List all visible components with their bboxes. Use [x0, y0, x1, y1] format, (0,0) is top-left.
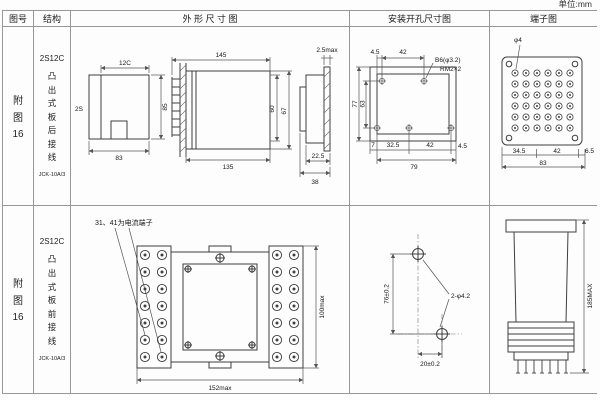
terminal-cell-row1: φ4 34.5 42 6.5 83	[490, 27, 597, 206]
terminal-dims-row1	[501, 44, 586, 170]
install-drawing-row1: 4.5 42 B6(φ3.2) RM2×2 77 63 7 32.5 42 4.…	[352, 49, 467, 171]
dim-top-45: 4.5	[370, 49, 379, 56]
structure-cell-row2: 2S12C 凸出式板前接线 JCK-10A/3	[34, 206, 71, 393]
header-fig-no: 图号	[3, 11, 34, 27]
model-code: 2S12C	[39, 237, 65, 247]
outline-cell-row1: 12C 2S 83 85	[71, 27, 350, 206]
dim-100max: 100max	[319, 295, 326, 319]
dim-bot-45: 4.5	[458, 143, 467, 150]
install-dims-row1	[356, 55, 457, 164]
install-drawing-row2: 76±0.2 2-φ4.2 20±0.2	[384, 234, 470, 368]
header-install-dims: 安装开孔尺寸图	[350, 11, 490, 27]
terminal-drawing-row2: 185MAX	[505, 219, 594, 374]
dim-height-85: 85	[162, 103, 169, 111]
drill-holes	[373, 77, 455, 132]
dim-height-60: 60	[269, 105, 276, 113]
dim-76: 76±0.2	[384, 284, 391, 304]
hole-spec-phi4: φ4	[514, 37, 522, 44]
dim-345: 34.5	[513, 148, 526, 155]
mount-holes	[410, 246, 450, 342]
panel-hatch	[179, 64, 187, 153]
outline-drawing-row1: 12C 2S 83 85	[75, 47, 338, 186]
header-terminal-diagram: 端子图	[490, 11, 597, 27]
fig-cell-row2: 附图 16	[3, 206, 34, 393]
panel-cutout	[369, 66, 457, 142]
dim-152max: 152max	[208, 385, 232, 392]
side-view-dims	[171, 57, 292, 163]
hole-spec-b6: B6(φ3.2)	[435, 57, 461, 64]
hole-spec-2phi42: 2-φ4.2	[451, 293, 470, 300]
front-view	[88, 74, 150, 140]
dim-bot-42: 42	[426, 142, 434, 149]
thread-spec-rm2: RM2×2	[440, 66, 462, 73]
mount-style: 凸出式板前接线	[47, 254, 57, 346]
fig-cell-row1: 附图 16	[3, 27, 34, 206]
terminal-strips	[139, 249, 300, 363]
terminal-cell-row2: 185MAX	[490, 206, 597, 393]
dim-left-63: 63	[360, 100, 367, 108]
header-outline-dims: 外 形 尺 寸 图	[71, 11, 350, 27]
dim-case-code-left: 2S	[75, 106, 84, 113]
outline-dims-row2	[136, 245, 319, 384]
install-cell-row2: 76±0.2 2-φ4.2 20±0.2	[350, 206, 490, 393]
dim-case-code-top: 12C	[119, 60, 131, 67]
current-terminal-note: 31、41为电流端子	[95, 218, 153, 227]
dim-42: 42	[553, 148, 561, 155]
model-code: 2S12C	[39, 53, 65, 63]
fig-number: 16	[12, 128, 24, 140]
dim-depth-135: 135	[223, 164, 234, 171]
spec-table: 图号 结构 外 形 尺 寸 图 安装开孔尺寸图 端子图 附图 16 2S12C …	[2, 10, 597, 394]
dim-83: 83	[539, 160, 547, 167]
relay-type: JCK-10A/3	[38, 172, 66, 179]
install-dims-row2	[390, 253, 450, 358]
front-wiring-body	[136, 245, 304, 369]
dim-panel-25max: 2.5max	[316, 47, 338, 54]
dim-width-83: 83	[115, 155, 123, 162]
dim-65: 6.5	[585, 148, 594, 155]
front-view-dims	[88, 65, 165, 155]
dim-185max: 185MAX	[587, 283, 594, 309]
panel-profile-dims	[299, 55, 333, 177]
dim-height-67: 67	[281, 107, 288, 115]
dim-20: 20±0.2	[420, 361, 440, 368]
structure-cell-row1: 2S12C 凸出式板后接线 JCK-10A/3	[34, 27, 71, 206]
dim-bot-325: 32.5	[387, 142, 400, 149]
dim-front-225: 22.5	[312, 153, 325, 160]
panel-profile-hatch	[323, 70, 331, 150]
panel-profile-view	[299, 66, 331, 152]
dim-bot-79: 79	[410, 164, 418, 171]
dim-left-77: 77	[352, 100, 359, 108]
terminal-screws	[516, 360, 568, 374]
terminal-drawing-row1: φ4 34.5 42 6.5 83	[501, 37, 594, 170]
fig-label: 附图	[13, 279, 23, 307]
relay-side-profile	[505, 219, 577, 361]
mount-style: 凸出式板后接线	[47, 70, 57, 163]
dim-bot-7: 7	[371, 142, 375, 149]
terminal-hole-grid	[511, 69, 574, 132]
note-leaders	[114, 227, 162, 353]
relay-type: JCK-10A/3	[38, 355, 66, 362]
dim-front-38: 38	[311, 179, 319, 186]
unit-note: 单位:mm	[558, 0, 592, 9]
dim-depth-145: 145	[216, 52, 227, 59]
fig-label: 附图	[13, 95, 23, 124]
terminal-dims-row2	[570, 219, 589, 374]
side-view	[171, 63, 271, 157]
header-structure: 结构	[34, 11, 71, 27]
install-cell-row1: 4.5 42 B6(φ3.2) RM2×2 77 63 7 32.5 42 4.…	[350, 27, 490, 206]
outline-cell-row2: 31、41为电流端子	[71, 206, 350, 393]
terminal-board	[501, 56, 583, 146]
fig-number: 16	[12, 312, 24, 323]
dim-top-42: 42	[399, 49, 407, 56]
outline-drawing-row2: 31、41为电流端子	[95, 218, 326, 392]
